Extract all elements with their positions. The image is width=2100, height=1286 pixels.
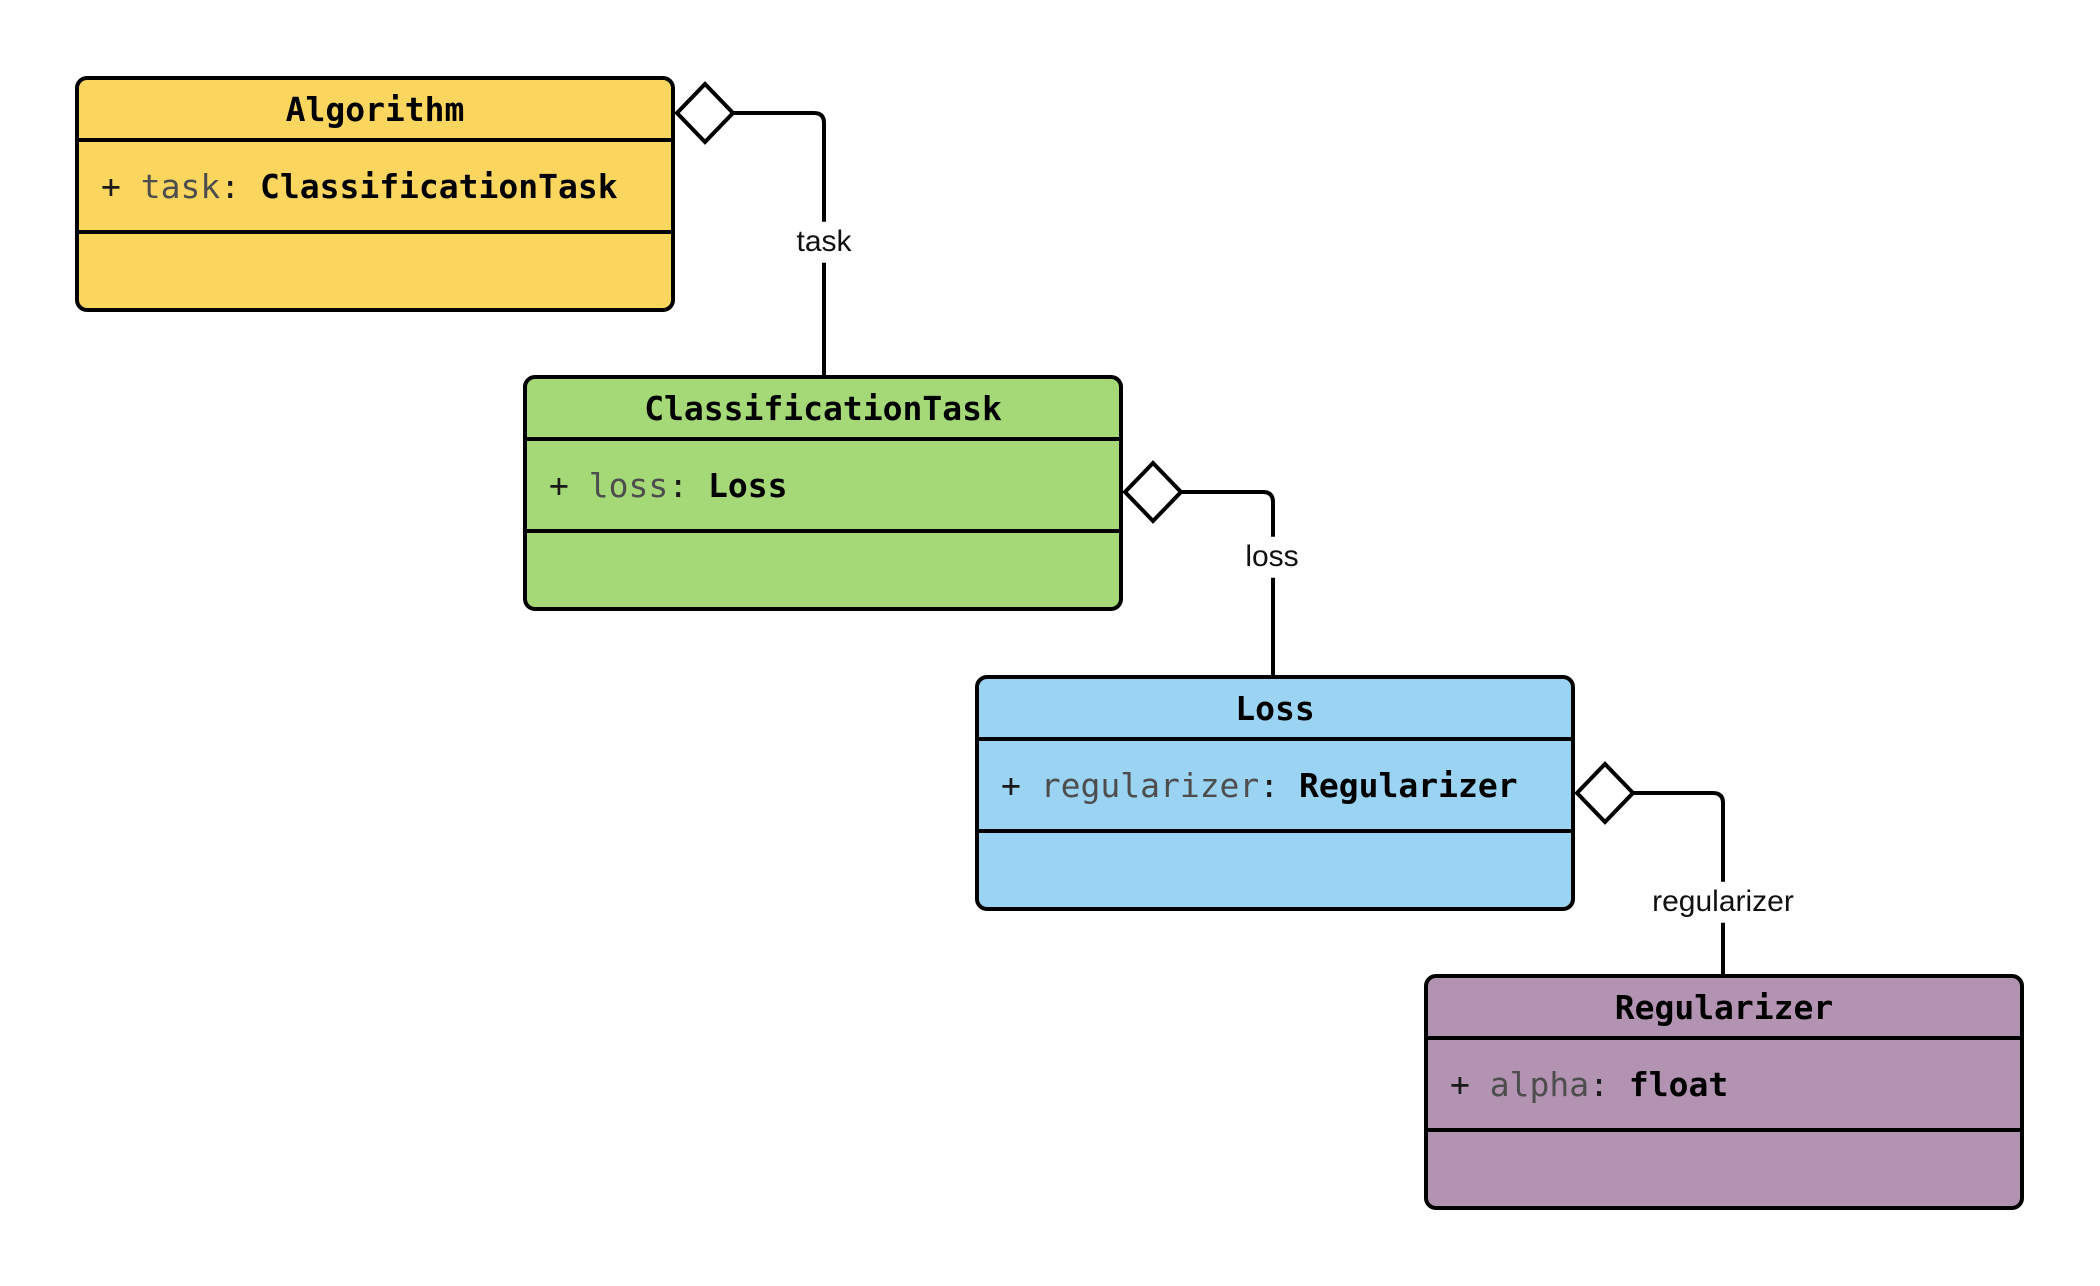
attribute-row: + alpha: float bbox=[1428, 1036, 2020, 1128]
class-box-classificationtask: ClassificationTask + loss: Loss bbox=[523, 375, 1123, 611]
methods-compartment-empty bbox=[979, 829, 1571, 903]
attribute-visibility: + bbox=[1450, 1064, 1490, 1104]
class-title: ClassificationTask bbox=[644, 388, 1002, 428]
attribute-visibility: + bbox=[101, 166, 141, 206]
attribute-colon: : bbox=[1259, 765, 1300, 805]
attribute-type: float bbox=[1628, 1064, 1729, 1104]
class-box-algorithm: Algorithm + task: ClassificationTask bbox=[75, 76, 675, 312]
methods-compartment-empty bbox=[527, 529, 1119, 603]
aggregation-diamond-icon bbox=[1122, 460, 1184, 524]
methods-compartment-empty bbox=[79, 230, 671, 304]
attribute-name: regularizer bbox=[1040, 765, 1260, 805]
attribute-name: task bbox=[140, 166, 221, 206]
class-box-loss: Loss + regularizer: Regularizer bbox=[975, 675, 1575, 911]
class-title: Algorithm bbox=[285, 89, 465, 129]
edge-loss-line bbox=[1181, 490, 1275, 677]
edge-regularizer-line bbox=[1633, 791, 1725, 976]
attribute-colon: : bbox=[1589, 1064, 1629, 1104]
attribute-name: loss bbox=[588, 465, 669, 505]
aggregation-diamond-icon bbox=[674, 81, 736, 145]
attribute-type: ClassificationTask bbox=[259, 166, 618, 206]
edge-label-loss: loss bbox=[1237, 536, 1307, 578]
attribute-type: Loss bbox=[707, 465, 788, 505]
attribute-row: + regularizer: Regularizer bbox=[979, 737, 1571, 829]
attribute-name: alpha bbox=[1489, 1064, 1590, 1104]
methods-compartment-empty bbox=[1428, 1128, 2020, 1202]
attribute-colon: : bbox=[668, 465, 708, 505]
attribute-row: + task: ClassificationTask bbox=[79, 138, 671, 230]
class-box-regularizer: Regularizer + alpha: float bbox=[1424, 974, 2024, 1210]
edge-label-task: task bbox=[788, 221, 860, 263]
edge-task-line bbox=[733, 111, 826, 377]
attribute-visibility: + bbox=[549, 465, 589, 505]
attribute-type: Regularizer bbox=[1299, 765, 1518, 805]
class-title: Regularizer bbox=[1614, 987, 1834, 1027]
edge-label-regularizer: regularizer bbox=[1644, 881, 1802, 923]
class-title: Loss bbox=[1235, 688, 1315, 728]
attribute-row: + loss: Loss bbox=[527, 437, 1119, 529]
attribute-colon: : bbox=[220, 166, 260, 206]
attribute-visibility: + bbox=[1001, 765, 1041, 805]
aggregation-diamond-icon bbox=[1574, 761, 1636, 825]
